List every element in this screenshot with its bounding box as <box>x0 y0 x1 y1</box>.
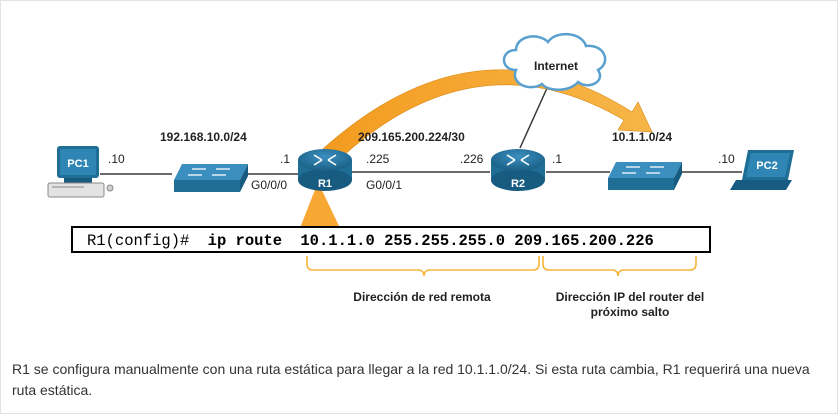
annotation-next-hop-line1: Dirección IP del router del <box>556 290 705 304</box>
annotation-next-hop-line2: próximo salto <box>591 305 670 319</box>
r2-router: R2 <box>491 149 545 191</box>
r1-wan-interface: G0/0/1 <box>366 178 402 192</box>
links <box>100 85 742 175</box>
command-pointer <box>300 182 340 228</box>
pc2-label: PC2 <box>756 160 777 172</box>
bracket-next-hop <box>542 256 697 277</box>
r1-wan-octet: .225 <box>366 152 390 166</box>
internet-label: Internet <box>534 59 578 73</box>
annotation-remote-network: Dirección de red remota <box>353 290 491 304</box>
network-label-lan1: 192.168.10.0/24 <box>160 130 247 144</box>
command-prompt: R1(config)# <box>87 232 189 250</box>
pc2-host-octet: .10 <box>718 152 735 166</box>
switch2-icon <box>608 162 682 190</box>
network-label-wan: 209.165.200.224/30 <box>358 130 465 144</box>
r2-label: R2 <box>511 178 525 190</box>
static-route-diagram: Internet PC1 R1 R2 <box>47 33 794 319</box>
link-r2-internet <box>519 85 549 149</box>
pc1-host-octet: .10 <box>108 152 125 166</box>
r1-router: R1 <box>298 149 352 191</box>
network-label-lan2: 10.1.1.0/24 <box>612 130 672 144</box>
r1-lan-octet: .1 <box>280 152 290 166</box>
command-box: R1(config)# ip route 10.1.1.0 255.255.25… <box>71 226 711 253</box>
command-args: 10.1.1.0 255.255.255.0 209.165.200.226 <box>300 232 653 250</box>
r1-label: R1 <box>318 178 332 190</box>
command-keyword: ip route <box>208 232 282 250</box>
figure-caption: R1 se configura manualmente con una ruta… <box>12 361 810 398</box>
pc1-device: PC1 <box>47 146 114 198</box>
route-arrow <box>310 69 653 171</box>
internet-cloud: Internet <box>502 33 607 91</box>
pc2-device: PC2 <box>730 150 794 190</box>
r1-lan-interface: G0/0/0 <box>251 178 287 192</box>
command-line: R1(config)# ip route 10.1.1.0 255.255.25… <box>87 232 654 250</box>
r2-wan-octet: .226 <box>460 152 484 166</box>
pc1-label: PC1 <box>67 158 88 170</box>
switch1-icon <box>174 164 248 192</box>
r2-lan-octet: .1 <box>552 152 562 166</box>
bracket-remote-network <box>306 256 540 277</box>
